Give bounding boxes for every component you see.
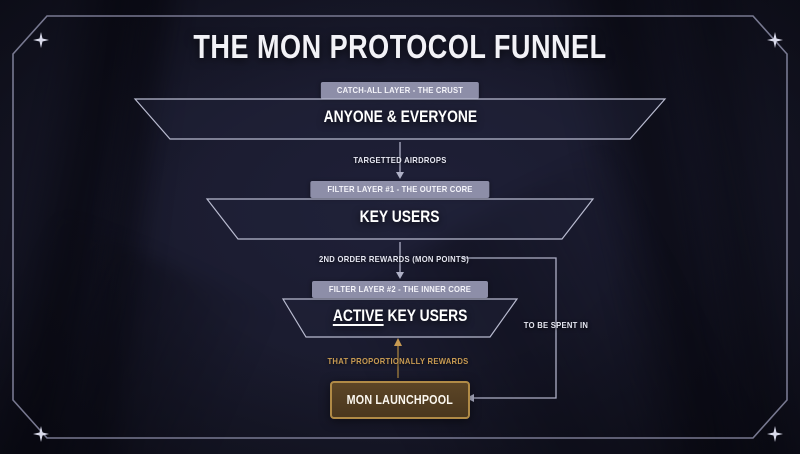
- sparkle-icon: [767, 32, 783, 48]
- tier-badge-2: FILTER LAYER #1 - THE OUTER CORE: [310, 181, 490, 198]
- mon-launchpool-box[interactable]: MON LAUNCHPOOL: [330, 381, 470, 419]
- mon-launchpool-label: MON LAUNCHPOOL: [346, 393, 454, 407]
- tier-badge-1: CATCH-ALL LAYER - THE CRUST: [320, 82, 480, 99]
- funnel-tier-3[interactable]: ACTIVE KEY USERS: [280, 296, 520, 340]
- tier-badge-3: FILTER LAYER #2 - THE INNER CORE: [311, 281, 489, 298]
- funnel-tier-1[interactable]: ANYONE & EVERYONE: [132, 96, 668, 142]
- tier-badge-1-label: CATCH-ALL LAYER - THE CRUST: [336, 85, 464, 95]
- connector-caption-2: 2ND ORDER REWARDS (MON POINTS): [318, 254, 470, 264]
- page-title: THE MON PROTOCOL FUNNEL: [193, 28, 607, 65]
- sparkle-icon: [33, 426, 49, 442]
- connector-caption-1: TARGETTED AIRDROPS: [353, 155, 447, 165]
- funnel-tier-3-label-emphasis: ACTIVE: [332, 307, 384, 325]
- funnel-tier-3-label-rest: KEY USERS: [383, 307, 468, 325]
- tier-badge-2-label: FILTER LAYER #1 - THE OUTER CORE: [327, 184, 473, 194]
- connector-caption-3: THAT PROPORTIONALLY REWARDS: [327, 356, 469, 366]
- connector-caption-4: TO BE SPENT IN: [523, 320, 589, 330]
- tier-badge-3-label: FILTER LAYER #2 - THE INNER CORE: [328, 284, 472, 294]
- funnel-tier-3-label: ACTIVE KEY USERS: [280, 307, 520, 326]
- sparkle-icon: [767, 426, 783, 442]
- decorative-frame: [11, 10, 789, 444]
- funnel-tier-2[interactable]: KEY USERS: [204, 196, 596, 242]
- sparkle-icon: [33, 32, 49, 48]
- funnel-tier-2-label: KEY USERS: [360, 208, 440, 226]
- funnel-tier-1-label: ANYONE & EVERYONE: [323, 108, 477, 126]
